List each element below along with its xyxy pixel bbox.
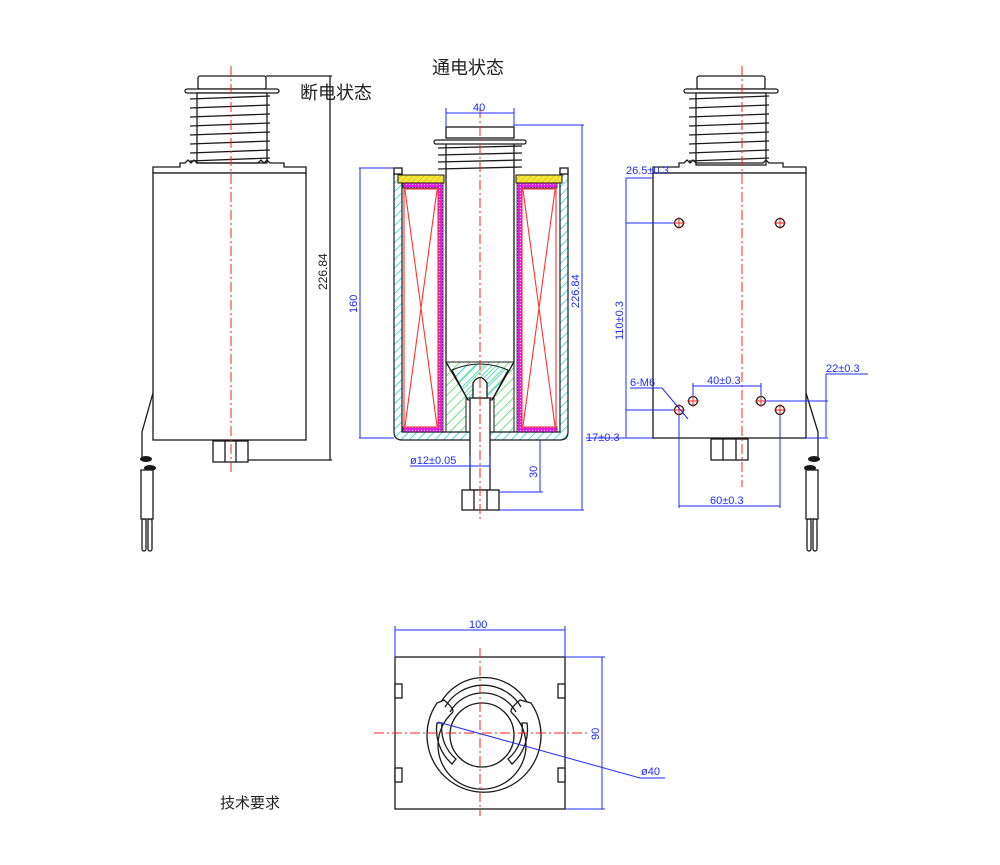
plunger-cap	[197, 75, 267, 90]
bottom-nut	[710, 438, 749, 461]
coil-right	[521, 188, 557, 428]
spring	[189, 95, 271, 162]
bottom-offset-dimension-label: 17±0.3	[586, 432, 620, 444]
bottom-view: 100 90 ø40	[374, 619, 665, 816]
rear-view: 26.5±0.3 110±0.3 17±0.3 6-M6 40±0.3 60±0…	[586, 66, 868, 552]
inner-bore	[449, 702, 515, 768]
notch-bottom-left	[394, 767, 403, 783]
section-view: 40 160 226.84 ø12±0.05 30	[348, 102, 584, 520]
housing-top	[152, 159, 307, 174]
mount-hole-bottom-inner-left	[687, 395, 699, 407]
slot-right	[507, 722, 529, 765]
side-offset-dimension-label: 22±0.3	[826, 363, 860, 375]
wire-lead	[141, 392, 154, 458]
height-dimension-label: 90	[590, 728, 602, 740]
mount-hole-bottom-outer-right	[774, 404, 786, 416]
slot-left	[435, 722, 457, 765]
plunger-shaft	[695, 92, 767, 166]
plunger-diameter-label: ø12±0.05	[410, 455, 456, 467]
plunger-cap	[696, 75, 766, 90]
housing-body	[652, 172, 807, 439]
notch-bottom-right	[557, 767, 566, 783]
notch-top-left	[394, 683, 403, 699]
wire-sleeve	[805, 469, 819, 520]
wire-pin-2	[812, 518, 818, 552]
side-view: 226.84	[140, 66, 332, 552]
mount-holes-leader	[661, 387, 689, 420]
coil-height-dimension-label: 160	[348, 295, 360, 313]
total-height-dimension-label: 226.84	[570, 274, 582, 308]
housing-body	[152, 172, 307, 441]
inner-hole-spacing-label: 40±0.3	[707, 375, 741, 387]
mount-hole-bottom-inner-right	[755, 395, 767, 407]
wire-pin-1	[141, 518, 147, 552]
bore-diameter-leader	[437, 721, 641, 779]
wire-pin-2	[147, 518, 153, 552]
wire-clip-1	[808, 456, 820, 462]
wire-lead	[805, 392, 819, 458]
outer-ring	[426, 699, 542, 793]
mount-holes-label: 6-M6	[630, 377, 655, 389]
title-energized: 通电状态	[432, 58, 504, 79]
width-dimension-label: 100	[469, 619, 487, 631]
top-plate-right	[515, 174, 563, 184]
width-dimension-label: 40	[473, 102, 485, 114]
hole-spacing-vertical-label: 110±0.3	[614, 301, 626, 340]
coil-left	[403, 188, 439, 428]
mount-hole-top-left	[673, 217, 685, 229]
stroke-dimension-label: 30	[528, 466, 540, 478]
title-tech-requirements: 技术要求	[220, 794, 280, 812]
mount-hole-bottom-outer-left	[673, 404, 685, 416]
wire-sleeve	[140, 469, 154, 520]
top-plate-left	[397, 174, 445, 184]
notch-top-right	[557, 683, 566, 699]
outer-hole-spacing-label: 60±0.3	[710, 495, 744, 507]
top-offset-dimension-label: 26.5±0.3	[626, 165, 669, 177]
wire-pin-1	[806, 518, 812, 552]
spring	[688, 95, 770, 162]
bore-diameter-label: ø40	[641, 766, 660, 778]
title-de-energized: 断电状态	[300, 83, 372, 104]
wire-clip-1	[140, 456, 152, 462]
insulation-left	[402, 182, 444, 433]
housing-top	[652, 159, 807, 174]
mount-hole-top-right	[774, 217, 786, 229]
height-dimension-label: 226.84	[316, 253, 330, 290]
